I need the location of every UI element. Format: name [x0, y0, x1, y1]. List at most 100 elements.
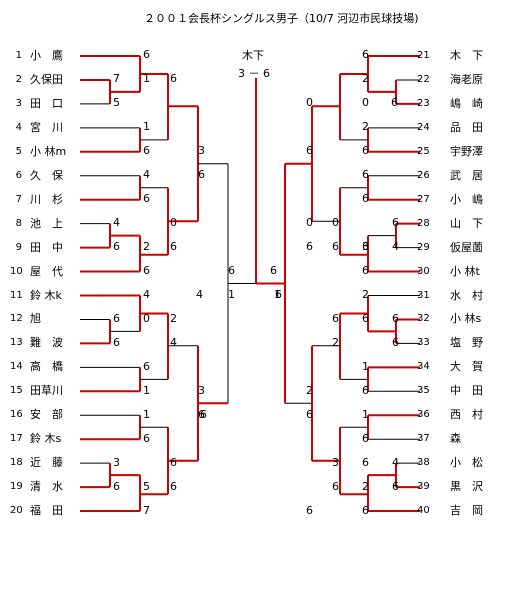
match-score: 2 [332, 336, 339, 349]
seed-number: 30 [417, 265, 430, 277]
match-score: 6 [143, 360, 150, 373]
match-score: 1 [143, 408, 150, 421]
player-name: 小 林m [30, 144, 67, 158]
player-name: 小 林t [450, 264, 480, 278]
player-name: 小 鷹 [30, 49, 63, 62]
seed-number: 38 [417, 457, 430, 469]
seed-number: 33 [417, 337, 430, 349]
player-name: 田 中 [30, 240, 63, 254]
player-name: 小 嶋 [450, 192, 483, 206]
match-score: 4 [392, 456, 399, 469]
match-score: 6 [392, 336, 399, 349]
match-score: 6 [306, 144, 313, 157]
match-score: 6 [200, 408, 207, 421]
match-score: 1 [143, 72, 150, 85]
player-name: 近 藤 [30, 456, 63, 470]
match-score: 6 [392, 312, 399, 325]
seed-number: 34 [417, 361, 430, 373]
player-name: 鈴 木k [30, 288, 62, 302]
seed-number: 27 [417, 193, 430, 205]
match-score: 6 [362, 240, 369, 253]
match-score: 6 [306, 240, 313, 253]
match-score: 6 [170, 72, 177, 85]
match-score: 6 [306, 504, 313, 517]
match-score: 7 [143, 504, 150, 517]
seed-number: 9 [15, 241, 22, 253]
match-score: 6 [362, 312, 369, 325]
match-score: 4 [170, 336, 177, 349]
match-score: 0 [332, 216, 339, 229]
match-score: 6 [362, 456, 369, 469]
match-score: 2 [362, 288, 369, 301]
player-name: 鈴 木s [30, 432, 62, 446]
player-name: 武 居 [450, 168, 483, 182]
player-name: 久 保 [30, 168, 63, 182]
match-score: 6 [143, 192, 150, 205]
match-score: 1 [362, 360, 369, 373]
match-score: 2 [170, 312, 177, 325]
match-score: 6 [113, 480, 120, 493]
match-score: 4 [143, 288, 150, 301]
seed-number: 36 [417, 409, 430, 421]
match-score: 6 [270, 264, 277, 277]
player-name: 田 口 [30, 96, 63, 110]
match-score: 1 [274, 288, 281, 301]
match-score: 5 [143, 480, 150, 493]
match-score: 2 [362, 72, 369, 85]
player-name: 黒 沢 [450, 480, 483, 494]
player-name: 森 [450, 432, 461, 446]
match-score: 6 [113, 240, 120, 253]
seed-number: 28 [417, 217, 430, 229]
seed-number: 4 [15, 121, 22, 133]
match-score: 3 [332, 456, 339, 469]
player-name: 木 下 [450, 49, 483, 62]
player-name: 清 水 [30, 480, 63, 494]
seed-number: 6 [15, 169, 22, 181]
seed-number: 15 [10, 385, 23, 397]
match-score: 6 [362, 432, 369, 445]
seed-number: 12 [10, 313, 23, 325]
seed-number: 20 [10, 505, 23, 517]
player-name: 難 波 [30, 336, 63, 350]
match-score: 6 [170, 480, 177, 493]
match-score: 4 [143, 168, 150, 181]
page-title: ２００１会長杯シングルス男子（10/7 河辺市民球技場) [144, 12, 419, 25]
seed-number: 3 [15, 97, 22, 109]
match-score: 6 [362, 264, 369, 277]
player-name: 嶋 崎 [450, 96, 483, 110]
player-name: 屋 代 [30, 264, 63, 278]
match-score: 2 [143, 240, 150, 253]
seed-number: 7 [15, 193, 22, 205]
seed-number: 22 [417, 73, 430, 85]
final-score-label: 3 － 6 [238, 67, 270, 80]
match-score: 4 [113, 216, 120, 229]
match-score: 5 [113, 96, 120, 109]
seed-number: 39 [417, 481, 430, 493]
seed-number: 18 [10, 457, 23, 469]
seed-number: 37 [417, 433, 430, 445]
match-score: 0 [306, 216, 313, 229]
player-name: 久保田 [30, 72, 63, 86]
seed-number: 24 [417, 121, 430, 133]
player-name: 品 田 [450, 120, 483, 134]
seed-number: 11 [10, 289, 23, 301]
match-score: 6 [362, 192, 369, 205]
player-name: 宮 川 [30, 120, 63, 134]
seed-number: 21 [417, 50, 430, 61]
match-score: 6 [170, 456, 177, 469]
player-name: 仮屋薗 [450, 240, 483, 254]
match-score: 6 [332, 240, 339, 253]
match-score: 6 [306, 408, 313, 421]
seed-number: 35 [417, 385, 430, 397]
player-name: 山 下 [450, 216, 483, 230]
match-score: 0 [143, 312, 150, 325]
match-score: 6 [198, 168, 205, 181]
player-name: 川 杉 [30, 192, 63, 206]
seed-number: 8 [15, 217, 22, 229]
match-score: 6 [392, 480, 399, 493]
player-name: 小 林s [450, 312, 482, 326]
match-score: 6 [170, 240, 177, 253]
seed-number: 23 [417, 97, 430, 109]
